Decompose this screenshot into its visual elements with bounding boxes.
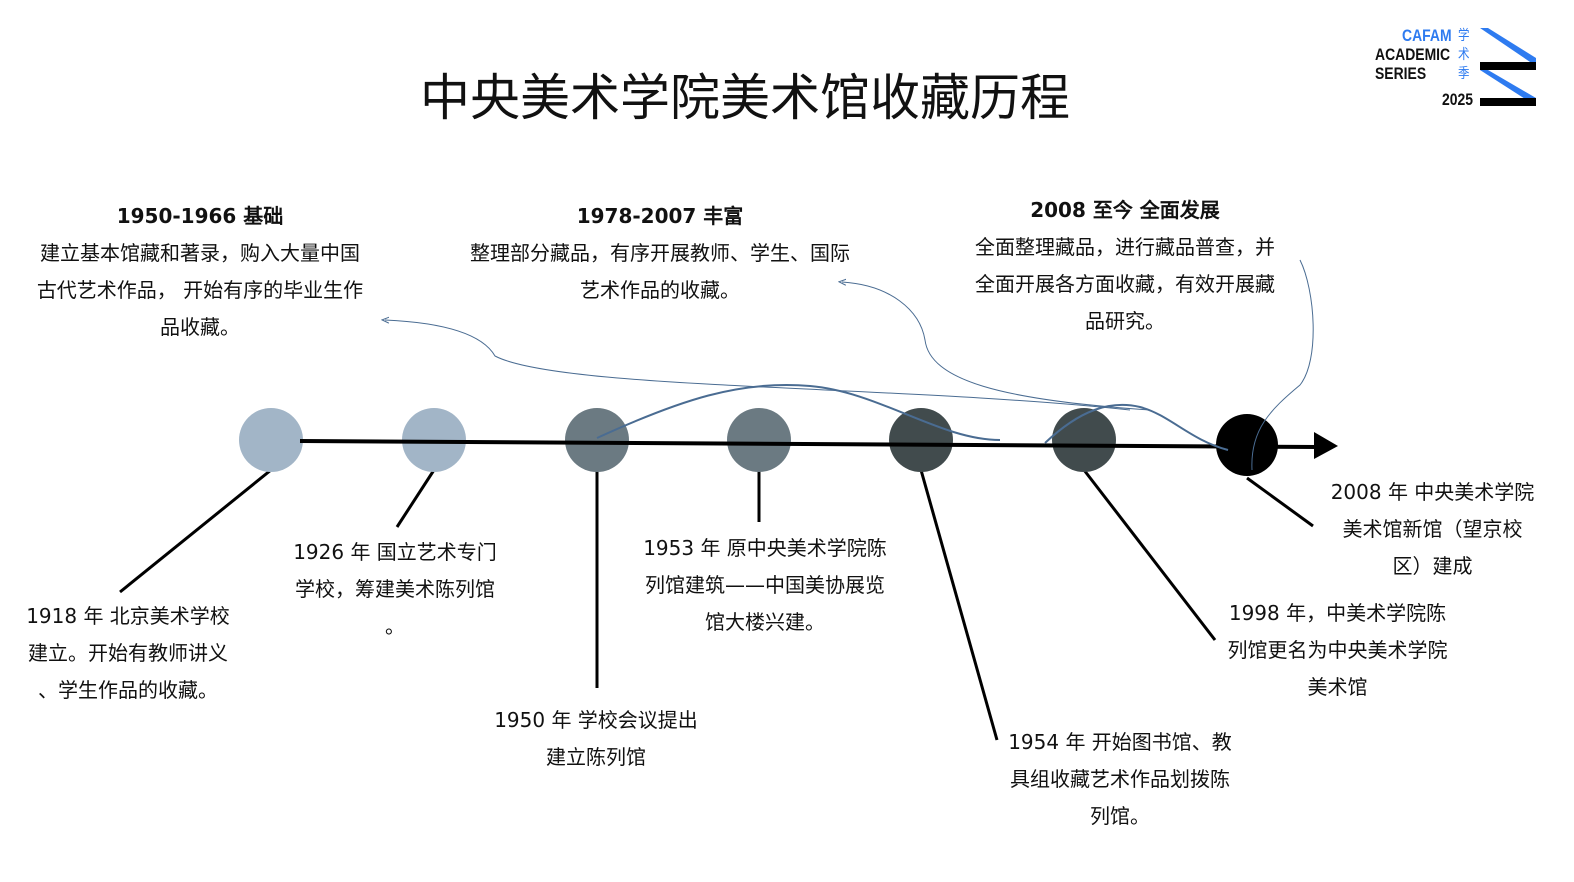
period-curves — [385, 259, 1314, 471]
timeline-node — [565, 408, 629, 472]
page-title: 中央美术学院美术馆收藏历程 — [420, 69, 1070, 127]
event-1950: 1950 年 学校会议提出建立陈列馆 — [494, 708, 698, 769]
period-2: 1978-2007 丰富 整理部分藏品，有序开展教师、学生、国际艺术作品的收藏。 — [470, 204, 850, 302]
timeline-node — [727, 408, 791, 472]
timeline-node — [239, 408, 303, 472]
event-1954: 1954 年 开始图书馆、教具组收藏艺术作品划拨陈列馆。 — [1008, 730, 1232, 828]
period-3: 2008 至今 全面发展 全面整理藏品，进行藏品普查，并全面开展各方面收藏，有效… — [975, 198, 1275, 333]
period-1: 1950-1966 基础 建立基本馆藏和著录，购入大量中国古代艺术作品， 开始有… — [36, 204, 364, 339]
event-2008: 2008 年 中央美术学院美术馆新馆（望京校区）建成 — [1330, 480, 1535, 578]
timeline-node — [1052, 408, 1116, 472]
connector-lines — [119, 468, 1314, 741]
event-1953: 1953 年 原中央美术学院陈列馆建筑——中国美协展览馆大楼兴建。 — [643, 536, 887, 634]
event-1998: 1998 年，中美术学院陈列馆更名为中央美术学院美术馆 — [1227, 601, 1448, 699]
event-1918: 1918 年 北京美术学校建立。开始有教师讲义、学生作品的收藏。 — [26, 604, 230, 702]
arrow-head-icon — [1314, 432, 1338, 459]
event-1926: 1926 年 国立艺术专门学校，筹建美术陈列馆。 — [293, 540, 497, 638]
cafam-logo: CAFAM ACADEMIC SERIES 2025 学 术 季 — [1370, 24, 1550, 114]
timeline-node — [889, 408, 953, 472]
timeline-axis — [299, 439, 1319, 449]
